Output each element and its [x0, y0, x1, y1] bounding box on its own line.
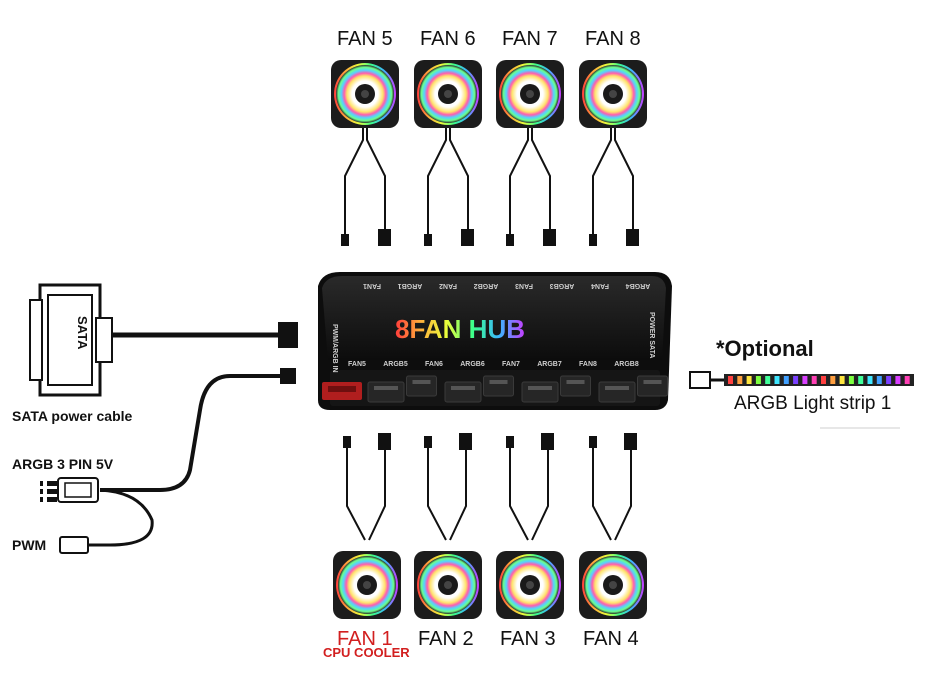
hub-socket — [560, 375, 591, 397]
strip-led — [821, 376, 826, 384]
hub-port-label: FAN3 — [515, 282, 533, 289]
fan-fan-6 — [414, 60, 482, 246]
fan-cable — [424, 433, 472, 541]
hub-port-label: FAN7 — [502, 361, 520, 368]
strip-led — [886, 376, 892, 384]
hub-port-label: FAN2 — [439, 282, 457, 289]
fan-fan-5 — [331, 60, 399, 246]
strip-led — [848, 376, 854, 384]
strip-led — [793, 376, 799, 384]
strip-led — [728, 376, 733, 384]
hub-left-side-label: PWM/ARGB IN — [331, 324, 338, 373]
hub-title: 8FAN HUB — [395, 314, 525, 344]
strip-led — [765, 376, 771, 384]
light-strip-label: ARGB Light strip 1 — [734, 393, 892, 414]
optional-label: *Optional — [716, 336, 814, 361]
fan-fan-8 — [579, 60, 647, 246]
fan-label: FAN 1 — [337, 628, 393, 650]
strip-led — [802, 376, 808, 384]
hub-port-label: ARGB6 — [460, 361, 485, 368]
strip-led — [895, 376, 901, 384]
fan-cable — [589, 128, 639, 246]
strip-led — [830, 376, 836, 384]
strip-led — [858, 376, 864, 384]
strip-led — [811, 376, 817, 384]
fan-cable — [589, 433, 637, 541]
hub-port-label: ARGB4 — [626, 282, 651, 289]
hub-port-label: FAN5 — [348, 361, 366, 368]
strip-led — [774, 376, 780, 384]
fan-fan-4 — [579, 433, 647, 619]
hub-socket — [367, 381, 405, 403]
fan-label: FAN 6 — [420, 28, 476, 50]
strip-led — [904, 376, 910, 384]
strip-led — [839, 376, 845, 384]
hub-port-label: FAN4 — [591, 282, 609, 289]
fan-cable — [506, 433, 554, 541]
hub-port-label: ARGB5 — [383, 361, 408, 368]
hub-socket — [598, 381, 636, 403]
fan-cable — [424, 128, 474, 246]
strip-led — [737, 376, 743, 384]
fan-fan-2 — [414, 433, 482, 619]
fan-fan-3 — [496, 433, 564, 619]
hub-right-side-label: POWER SATA — [648, 312, 655, 358]
fan-fan-1 — [333, 433, 401, 619]
hub-port-label: ARGB1 — [398, 282, 423, 289]
fan-label: FAN 2 — [418, 628, 474, 650]
strip-led — [746, 376, 752, 384]
fan-cable — [341, 128, 391, 246]
sata-cable-label: SATA power cable — [12, 408, 133, 424]
hub-port-label: ARGB2 — [474, 282, 499, 289]
sata-cable: SATA — [29, 283, 298, 397]
hub-port-label: ARGB7 — [537, 361, 562, 368]
hub-port-label: ARGB3 — [550, 282, 575, 289]
fan-fan-7 — [496, 60, 564, 246]
hub-input-port — [322, 382, 362, 400]
fan-label: FAN 3 — [500, 628, 556, 650]
hub-socket — [637, 375, 668, 397]
fan-label: FAN 8 — [585, 28, 641, 50]
fan-label: FAN 7 — [502, 28, 558, 50]
strip-led — [876, 376, 882, 384]
argb-pwm-cable — [40, 368, 296, 554]
strip-led — [755, 376, 761, 384]
hub-socket — [406, 375, 437, 397]
hub-socket — [444, 381, 482, 403]
pwm-cable-label: PWM — [12, 537, 47, 553]
fan-hub: FAN1 ARGB1 FAN2 ARGB2 FAN3 ARGB3 FAN4 ARGB4 FAN… — [318, 272, 672, 410]
strip-led — [867, 376, 873, 384]
hub-socket — [483, 375, 514, 397]
fan-label: FAN 5 — [337, 28, 393, 50]
hub-port-label: FAN1 — [363, 282, 381, 289]
fan-cable — [506, 128, 556, 246]
fan-sublabel: CPU COOLER — [323, 645, 410, 660]
strip-led — [783, 376, 789, 384]
hub-port-label: FAN8 — [579, 361, 597, 368]
hub-socket — [521, 381, 559, 403]
hub-port-label: ARGB8 — [614, 361, 639, 368]
sata-connector-text: SATA — [75, 316, 90, 350]
fan-cable — [343, 433, 391, 541]
hub-port-label: FAN6 — [425, 361, 443, 368]
argb-light-strip — [689, 371, 914, 389]
fan-label: FAN 4 — [583, 628, 639, 650]
argb-cable-label: ARGB 3 PIN 5V — [12, 456, 114, 472]
